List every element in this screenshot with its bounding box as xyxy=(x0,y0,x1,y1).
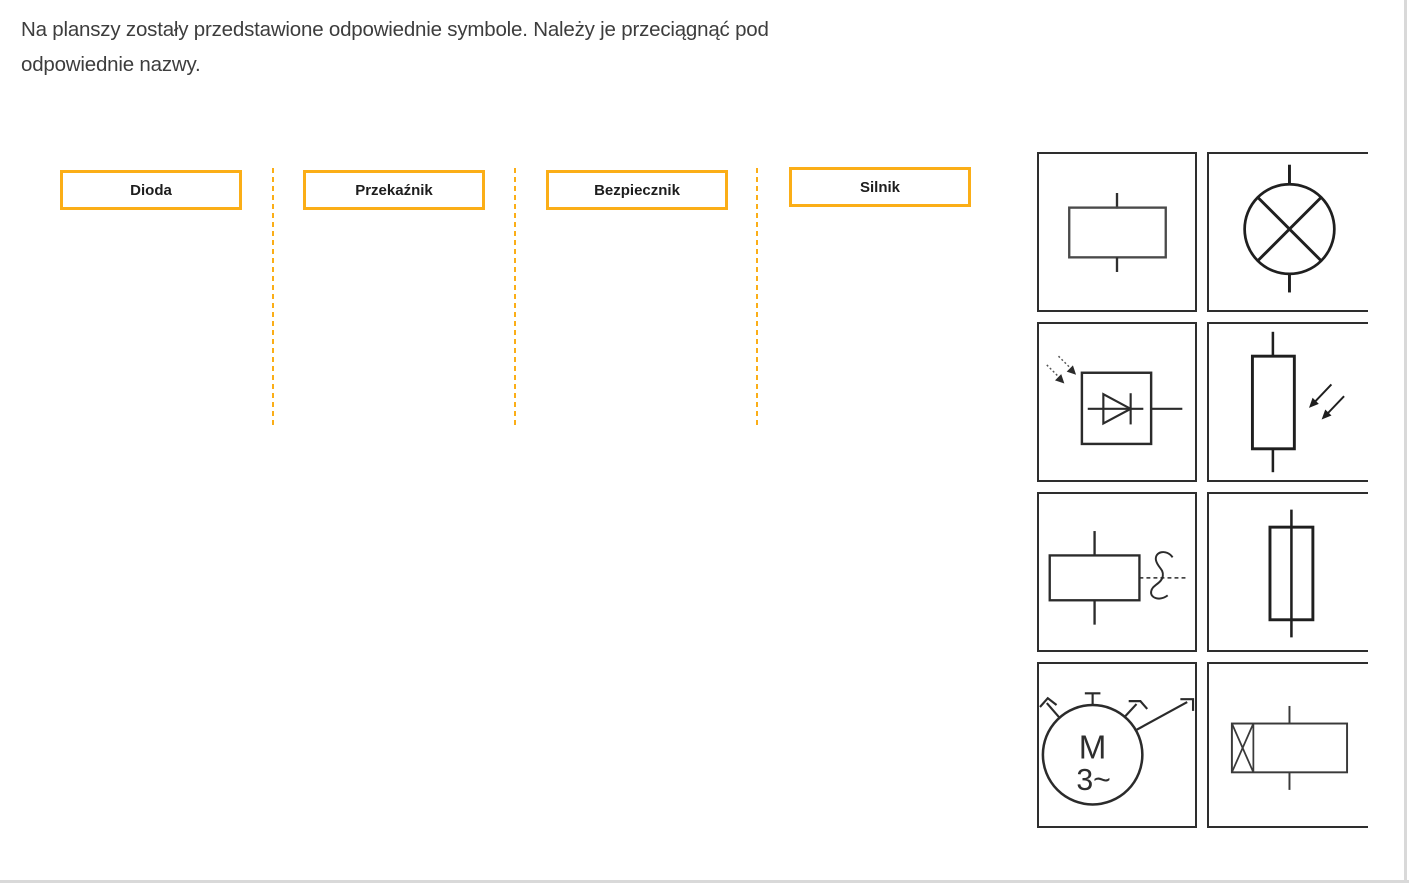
drop-zone-label: Dioda xyxy=(130,181,172,199)
page-bottom-border xyxy=(0,880,1409,883)
tile-coil-rectangle[interactable] xyxy=(1037,152,1197,312)
three-phase-motor-symbol-icon: M 3~ xyxy=(1039,692,1195,806)
motor-letter: M xyxy=(1079,730,1107,767)
tile-contactor-coil[interactable] xyxy=(1207,662,1368,828)
motor-phase: 3~ xyxy=(1076,764,1110,797)
instruction-line-1: Na planszy zostały przedstawione odpowie… xyxy=(21,18,769,41)
light-arrow-head xyxy=(1066,365,1077,375)
contactor-coil-symbol-icon xyxy=(1230,705,1349,790)
drop-zone-label: Przekaźnik xyxy=(355,181,433,199)
column-separator xyxy=(272,168,274,429)
column-separator xyxy=(756,168,758,429)
task-instructions: Na planszy zostały przedstawione odpowie… xyxy=(21,12,961,82)
drop-zone-bezpiecznik[interactable]: Bezpiecznik xyxy=(546,170,728,210)
tile-three-phase-motor[interactable]: M 3~ xyxy=(1037,662,1197,828)
drop-zone-silnik[interactable]: Silnik xyxy=(789,167,971,207)
drop-zone-przekaznik[interactable]: Przekaźnik xyxy=(303,170,485,210)
tile-relay-coil[interactable] xyxy=(1037,492,1197,652)
scrollbar-track[interactable] xyxy=(1404,0,1407,883)
signal-lamp-symbol-icon xyxy=(1243,164,1336,293)
drop-zone-dioda[interactable]: Dioda xyxy=(60,170,242,210)
column-separator xyxy=(514,168,516,429)
coil-rectangle-symbol-icon xyxy=(1068,193,1167,272)
fuse-symbol-icon xyxy=(1268,509,1315,638)
relay-coil-symbol-icon xyxy=(1048,531,1189,625)
tile-signal-lamp[interactable] xyxy=(1207,152,1368,312)
instruction-line-2: odpowiednie nazwy. xyxy=(21,53,201,76)
light-arrow-head xyxy=(1308,397,1319,408)
light-arrow-head xyxy=(1321,409,1332,420)
drop-zone-label: Silnik xyxy=(859,178,900,196)
tile-photodiode[interactable] xyxy=(1037,322,1197,482)
tile-fuse[interactable] xyxy=(1207,492,1368,652)
photoresistor-symbol-icon xyxy=(1250,331,1345,473)
drop-zone-label: Bezpiecznik xyxy=(594,181,680,199)
photodiode-symbol-icon xyxy=(1046,355,1183,446)
tile-photoresistor[interactable] xyxy=(1207,322,1368,482)
